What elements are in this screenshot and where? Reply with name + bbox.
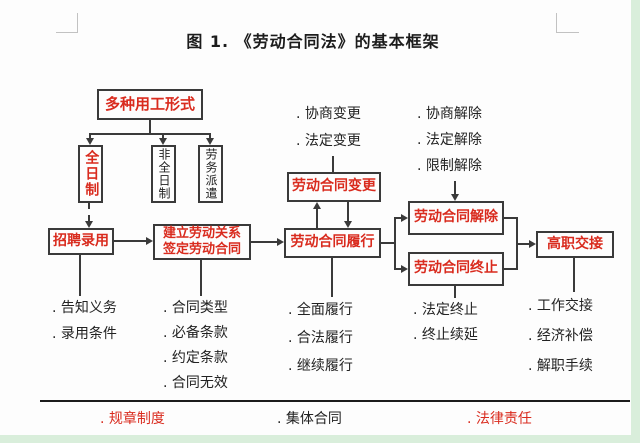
stem-handover-list xyxy=(573,257,575,292)
list-item: . 合同类型 xyxy=(163,300,228,316)
footer-rule xyxy=(40,400,630,402)
handover-list: . 工作交接 . 经济补偿 . 解职手续 xyxy=(528,298,593,374)
arrowhead-dissolve xyxy=(401,214,408,222)
box-full-time: 全日制 xyxy=(78,145,103,203)
note-item: . 限制解除 xyxy=(417,158,482,174)
box-part-time: 非全日制 xyxy=(151,145,176,203)
list-item: . 合同无效 xyxy=(163,375,228,391)
page-edge-right xyxy=(631,0,640,443)
change-notes: . 协商变更 . 法定变更 xyxy=(296,106,361,149)
connector-change-performance-down xyxy=(347,202,349,221)
box-contract-dissolve: 劳动合同解除 xyxy=(408,201,504,235)
box-establish: 建立劳动关系 签定劳动合同 xyxy=(153,224,251,260)
connector-split-bottom xyxy=(394,268,402,270)
stem-establish-list xyxy=(200,259,202,296)
establish-list: . 合同类型 . 必备条款 . 约定条款 . 合同无效 xyxy=(163,300,228,391)
performance-list: . 全面履行 . 合法履行 . 继续履行 xyxy=(288,302,353,374)
arrowhead-dissolve-top xyxy=(451,194,459,201)
arrowhead-recruitment xyxy=(85,221,93,228)
connector-merge-right xyxy=(516,243,529,245)
connector-forms-stem xyxy=(149,119,151,134)
arrowhead-performance-down xyxy=(344,221,352,228)
arrowhead-end xyxy=(401,265,408,273)
connector-end-right xyxy=(503,268,518,270)
stem-performance-list xyxy=(331,257,333,297)
box-employment-forms: 多种用工形式 xyxy=(97,89,203,120)
list-item: . 录用条件 xyxy=(52,326,117,342)
arrowhead-change-up xyxy=(313,202,321,209)
end-list: . 法定终止 . 终止续延 xyxy=(413,302,478,343)
note-item: . 法定解除 xyxy=(417,132,482,148)
list-item: . 解职手续 xyxy=(528,358,593,374)
footer-item-rules: . 规章制度 xyxy=(100,411,165,427)
list-item: . 法定终止 xyxy=(413,302,478,318)
list-item: . 告知义务 xyxy=(52,300,117,316)
box-contract-end: 劳动合同终止 xyxy=(408,252,504,286)
note-item: . 协商解除 xyxy=(417,106,482,122)
list-item: . 必备条款 xyxy=(163,325,228,341)
box-contract-change: 劳动合同变更 xyxy=(287,172,381,202)
dissolve-notes: . 协商解除 . 法定解除 . 限制解除 xyxy=(417,106,482,174)
connector-split-vertical xyxy=(394,217,396,270)
note-item: . 协商变更 xyxy=(296,106,361,122)
box-establish-line2: 签定劳动合同 xyxy=(162,242,241,257)
box-handover: 高职交接 xyxy=(536,231,614,258)
connector-forms-branch xyxy=(89,133,211,135)
connector-split-top xyxy=(394,217,402,219)
footer-item-collective: . 集体合同 xyxy=(277,411,342,427)
connector-to-parttime xyxy=(162,133,164,139)
stem-end-list xyxy=(454,285,456,298)
list-item: . 全面履行 xyxy=(288,302,353,318)
arrowhead-dispatch xyxy=(206,138,214,145)
footer-item-liability: . 法律责任 xyxy=(467,411,532,427)
box-recruitment: 招聘录用 xyxy=(48,228,114,255)
connector-dissolve-right xyxy=(503,217,518,219)
box-contract-performance: 劳动合同履行 xyxy=(284,228,381,258)
recruitment-list: . 告知义务 . 录用条件 xyxy=(52,300,117,342)
list-item: . 继续履行 xyxy=(288,358,353,374)
connector-notes-dissolve xyxy=(454,181,456,195)
list-item: . 经济补偿 xyxy=(528,328,593,344)
connector-establish-performance xyxy=(251,241,278,243)
list-item: . 工作交接 xyxy=(528,298,593,314)
box-establish-line1: 建立劳动关系 xyxy=(162,225,241,241)
connector-recruitment-establish xyxy=(114,240,147,242)
list-item: . 约定条款 xyxy=(163,350,228,366)
arrowhead-establish xyxy=(146,237,153,245)
connector-notes-change xyxy=(332,156,334,172)
note-item: . 法定变更 xyxy=(296,133,361,149)
diagram-title: 图 1. 《劳动合同法》的基本框架 xyxy=(186,32,440,51)
list-item: . 终止续延 xyxy=(413,327,478,343)
stem-recruitment-list xyxy=(79,254,81,296)
arrowhead-parttime xyxy=(159,138,167,145)
connector-fulltime-recruitment xyxy=(88,203,90,221)
arrowhead-fulltime xyxy=(86,138,94,145)
page-edge-bottom xyxy=(0,435,640,443)
arrowhead-handover xyxy=(529,240,536,248)
connector-to-fulltime xyxy=(89,133,91,139)
connector-performance-right xyxy=(381,242,396,244)
connector-performance-change-up xyxy=(316,209,318,228)
list-item: . 合法履行 xyxy=(288,330,353,346)
box-labor-dispatch: 劳务派遣 xyxy=(198,145,223,203)
connector-to-dispatch xyxy=(209,133,211,139)
arrowhead-performance xyxy=(277,238,284,246)
